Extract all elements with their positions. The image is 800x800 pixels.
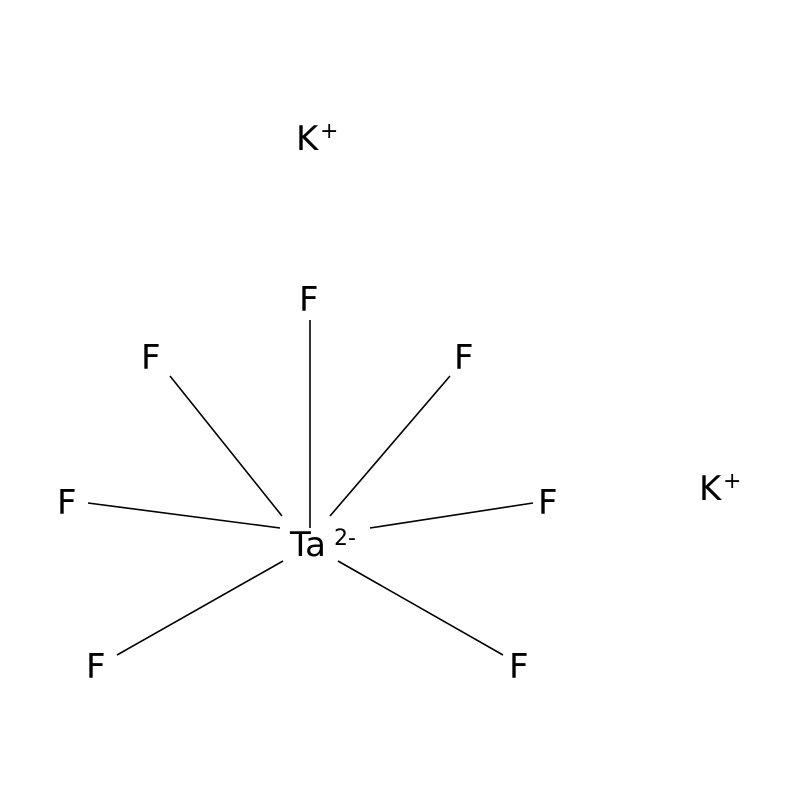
bond-ta-f-lower-left [116,560,284,656]
atom-f-upper-left: F [141,338,161,378]
ion-k-charge: + [723,469,741,494]
bond-ta-f-left [87,502,281,529]
atom-f-left: F [57,483,77,523]
ion-k-charge: + [320,119,338,144]
atom-ta: Ta 2- [289,525,356,565]
bond-ta-f-lower-right [337,560,504,656]
bond-ta-f-upper-right [329,375,451,517]
atom-f-upper-right: F [454,338,474,378]
ion-k-label: K [296,119,320,159]
atom-f-lower-left: F [86,647,106,687]
atom-f-lower-right: F [509,647,529,687]
atom-ta-charge: 2- [334,526,356,551]
bonds [87,320,534,656]
bond-ta-f-upper-left [169,375,283,517]
atom-f-top: F [299,280,319,320]
atom-f-right: F [538,483,558,523]
ion-k-label: K [699,469,723,509]
ion-k-top: K + [296,119,338,159]
ion-k-right: K + [699,469,741,509]
atom-ta-label: Ta [289,525,326,565]
bond-ta-f-right [369,502,534,529]
